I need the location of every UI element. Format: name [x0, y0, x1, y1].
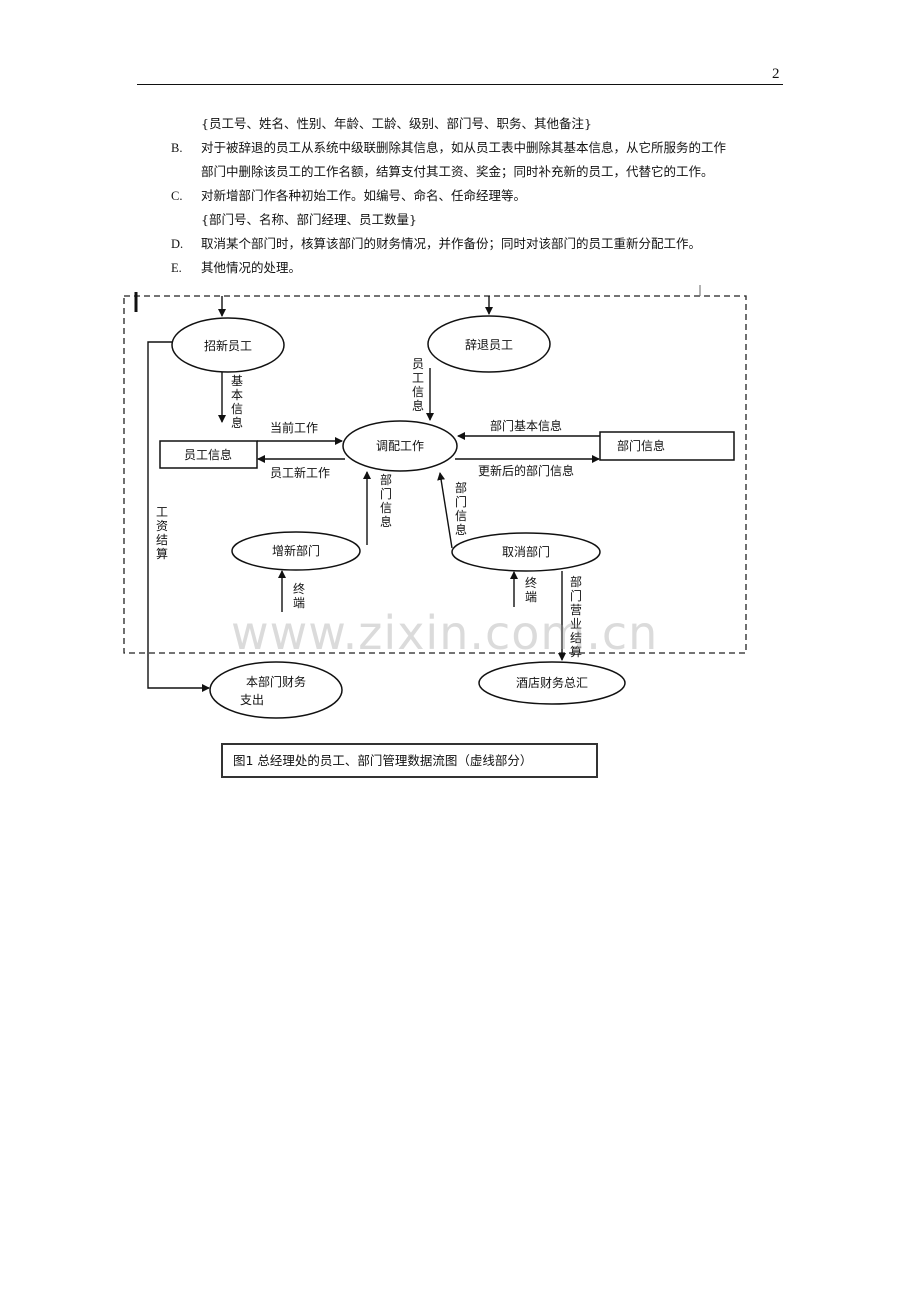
header-rule	[137, 84, 783, 85]
flow-settlement-char-6: 算	[570, 644, 582, 659]
item-e-marker: E.	[171, 261, 182, 275]
flow-settlement-char-3: 营	[570, 603, 582, 617]
flow-dept-info-right-char-4: 息	[455, 522, 467, 537]
page-number: 2	[772, 66, 780, 82]
flow-current-work-label: 当前工作	[270, 420, 318, 435]
flow-salary-char-4: 算	[156, 546, 168, 561]
system-boundary	[123, 295, 747, 654]
flow-settlement-char-1: 部	[570, 574, 582, 589]
flow-new-work-label: 员工新工作	[270, 465, 330, 480]
flow-terminal-left-char-2: 端	[293, 596, 305, 610]
flow-basic-info-char-1: 基	[231, 374, 243, 388]
process-hotel-finance	[478, 661, 626, 705]
flow-staff-info-char-3: 信	[412, 385, 424, 399]
item-c: C. 对新增部门作各种初始工作。如编号、命名、任命经理等。	[171, 188, 527, 204]
process-recruit-label: 招新员工	[204, 338, 252, 353]
item-c-text: 对新增部门作各种初始工作。如编号、命名、任命经理等。	[201, 188, 527, 203]
flow-settlement-char-4: 业	[570, 617, 582, 631]
flow-dept-info-left-char-3: 信	[380, 501, 392, 515]
flow-staff-info-char-4: 息	[412, 398, 424, 413]
flow-dept-basic-info-label: 部门基本信息	[490, 418, 562, 433]
flow-salary-char-3: 结	[156, 533, 168, 547]
flow-dept-info-left-char-2: 门	[380, 486, 392, 501]
flow-basic-info-char-3: 信	[231, 402, 243, 416]
process-allocate	[342, 420, 458, 472]
flow-salary-settlement	[147, 341, 210, 692]
flow-basic-info-char-2: 本	[231, 388, 243, 402]
process-hotel-finance-label: 酒店财务总汇	[516, 675, 588, 690]
flow-salary-char-1: 工	[156, 505, 168, 519]
item-e-text: 其他情况的处理。	[201, 260, 302, 275]
flow-settlement-char-5: 结	[570, 631, 582, 645]
process-cancel-dept	[451, 532, 601, 572]
store-dept-info	[599, 431, 735, 461]
item-d: D. 取消某个部门时，核算该部门的财务情况，并作备份；同时对该部门的员工重新分配…	[171, 236, 702, 252]
flow-terminal-right-char-2: 端	[525, 590, 537, 604]
item-e: E. 其他情况的处理。	[171, 260, 302, 276]
flow-staff-info-char-2: 工	[412, 371, 424, 385]
process-add-dept-label: 增新部门	[272, 543, 320, 558]
staff-fields: {员工号、姓名、性别、年龄、工龄、级别、部门号、职务、其他备注}	[201, 116, 592, 131]
flow-terminal-right-char-1: 终	[525, 575, 537, 590]
flow-updated-dept-info-label: 更新后的部门信息	[478, 463, 574, 478]
process-dismiss-label: 辞退员工	[465, 337, 513, 352]
flow-basic-info-char-4: 息	[231, 415, 243, 430]
flow-dept-info-left-char-4: 息	[380, 514, 392, 529]
flow-terminal-left-char-1: 终	[293, 581, 305, 596]
process-dept-finance-label-1: 本部门财务	[246, 674, 306, 689]
flow-dept-info-right-char-1: 部	[455, 480, 467, 495]
process-dismiss	[427, 315, 551, 373]
process-dept-finance-label-2: 支出	[240, 693, 264, 707]
store-staff-info-label: 员工信息	[184, 447, 232, 462]
data-flow-diagram: 招新员工 辞退员工 调配工作 增新部门 取消部门 本部门财务 支出 酒店财务总汇…	[123, 285, 747, 719]
item-b: B. 对于被辞退的员工从系统中级联删除其信息，如从员工表中删除其基本信息，从它所…	[171, 140, 727, 156]
item-b-marker: B.	[171, 141, 183, 155]
item-b-line2: 部门中删除该员工的工作名额，结算支付其工资、奖金；同时补充新的员工，代替它的工作…	[201, 164, 714, 179]
flow-dept-info-right	[437, 472, 453, 549]
process-cancel-dept-label: 取消部门	[502, 544, 550, 559]
item-d-marker: D.	[171, 237, 184, 251]
item-d-text: 取消某个部门时，核算该部门的财务情况，并作备份；同时对该部门的员工重新分配工作。	[201, 236, 702, 251]
item-b-line1: 对于被辞退的员工从系统中级联删除其信息，如从员工表中删除其基本信息，从它所服务的…	[201, 140, 727, 155]
flow-dept-info-right-char-3: 信	[455, 509, 467, 523]
flow-dept-info-right-char-2: 门	[455, 494, 467, 509]
flow-staff-info-char-1: 员	[412, 357, 424, 371]
flow-settlement-char-2: 门	[570, 588, 582, 603]
process-recruit	[171, 317, 285, 373]
flow-dept-info-left-char-1: 部	[380, 472, 392, 487]
store-staff-info	[159, 440, 258, 469]
item-c-marker: C.	[171, 189, 183, 203]
process-add-dept	[231, 531, 361, 571]
process-dept-finance	[209, 661, 343, 719]
figure-caption: 图1 总经理处的员工、部门管理数据流图（虚线部分）	[221, 743, 598, 778]
flow-salary-char-2: 资	[156, 519, 168, 533]
store-dept-info-label: 部门信息	[617, 438, 665, 453]
watermark: www.zixin.com.cn	[231, 606, 659, 660]
dept-fields: {部门号、名称、部门经理、员工数量}	[201, 212, 417, 227]
process-allocate-label: 调配工作	[376, 439, 424, 453]
